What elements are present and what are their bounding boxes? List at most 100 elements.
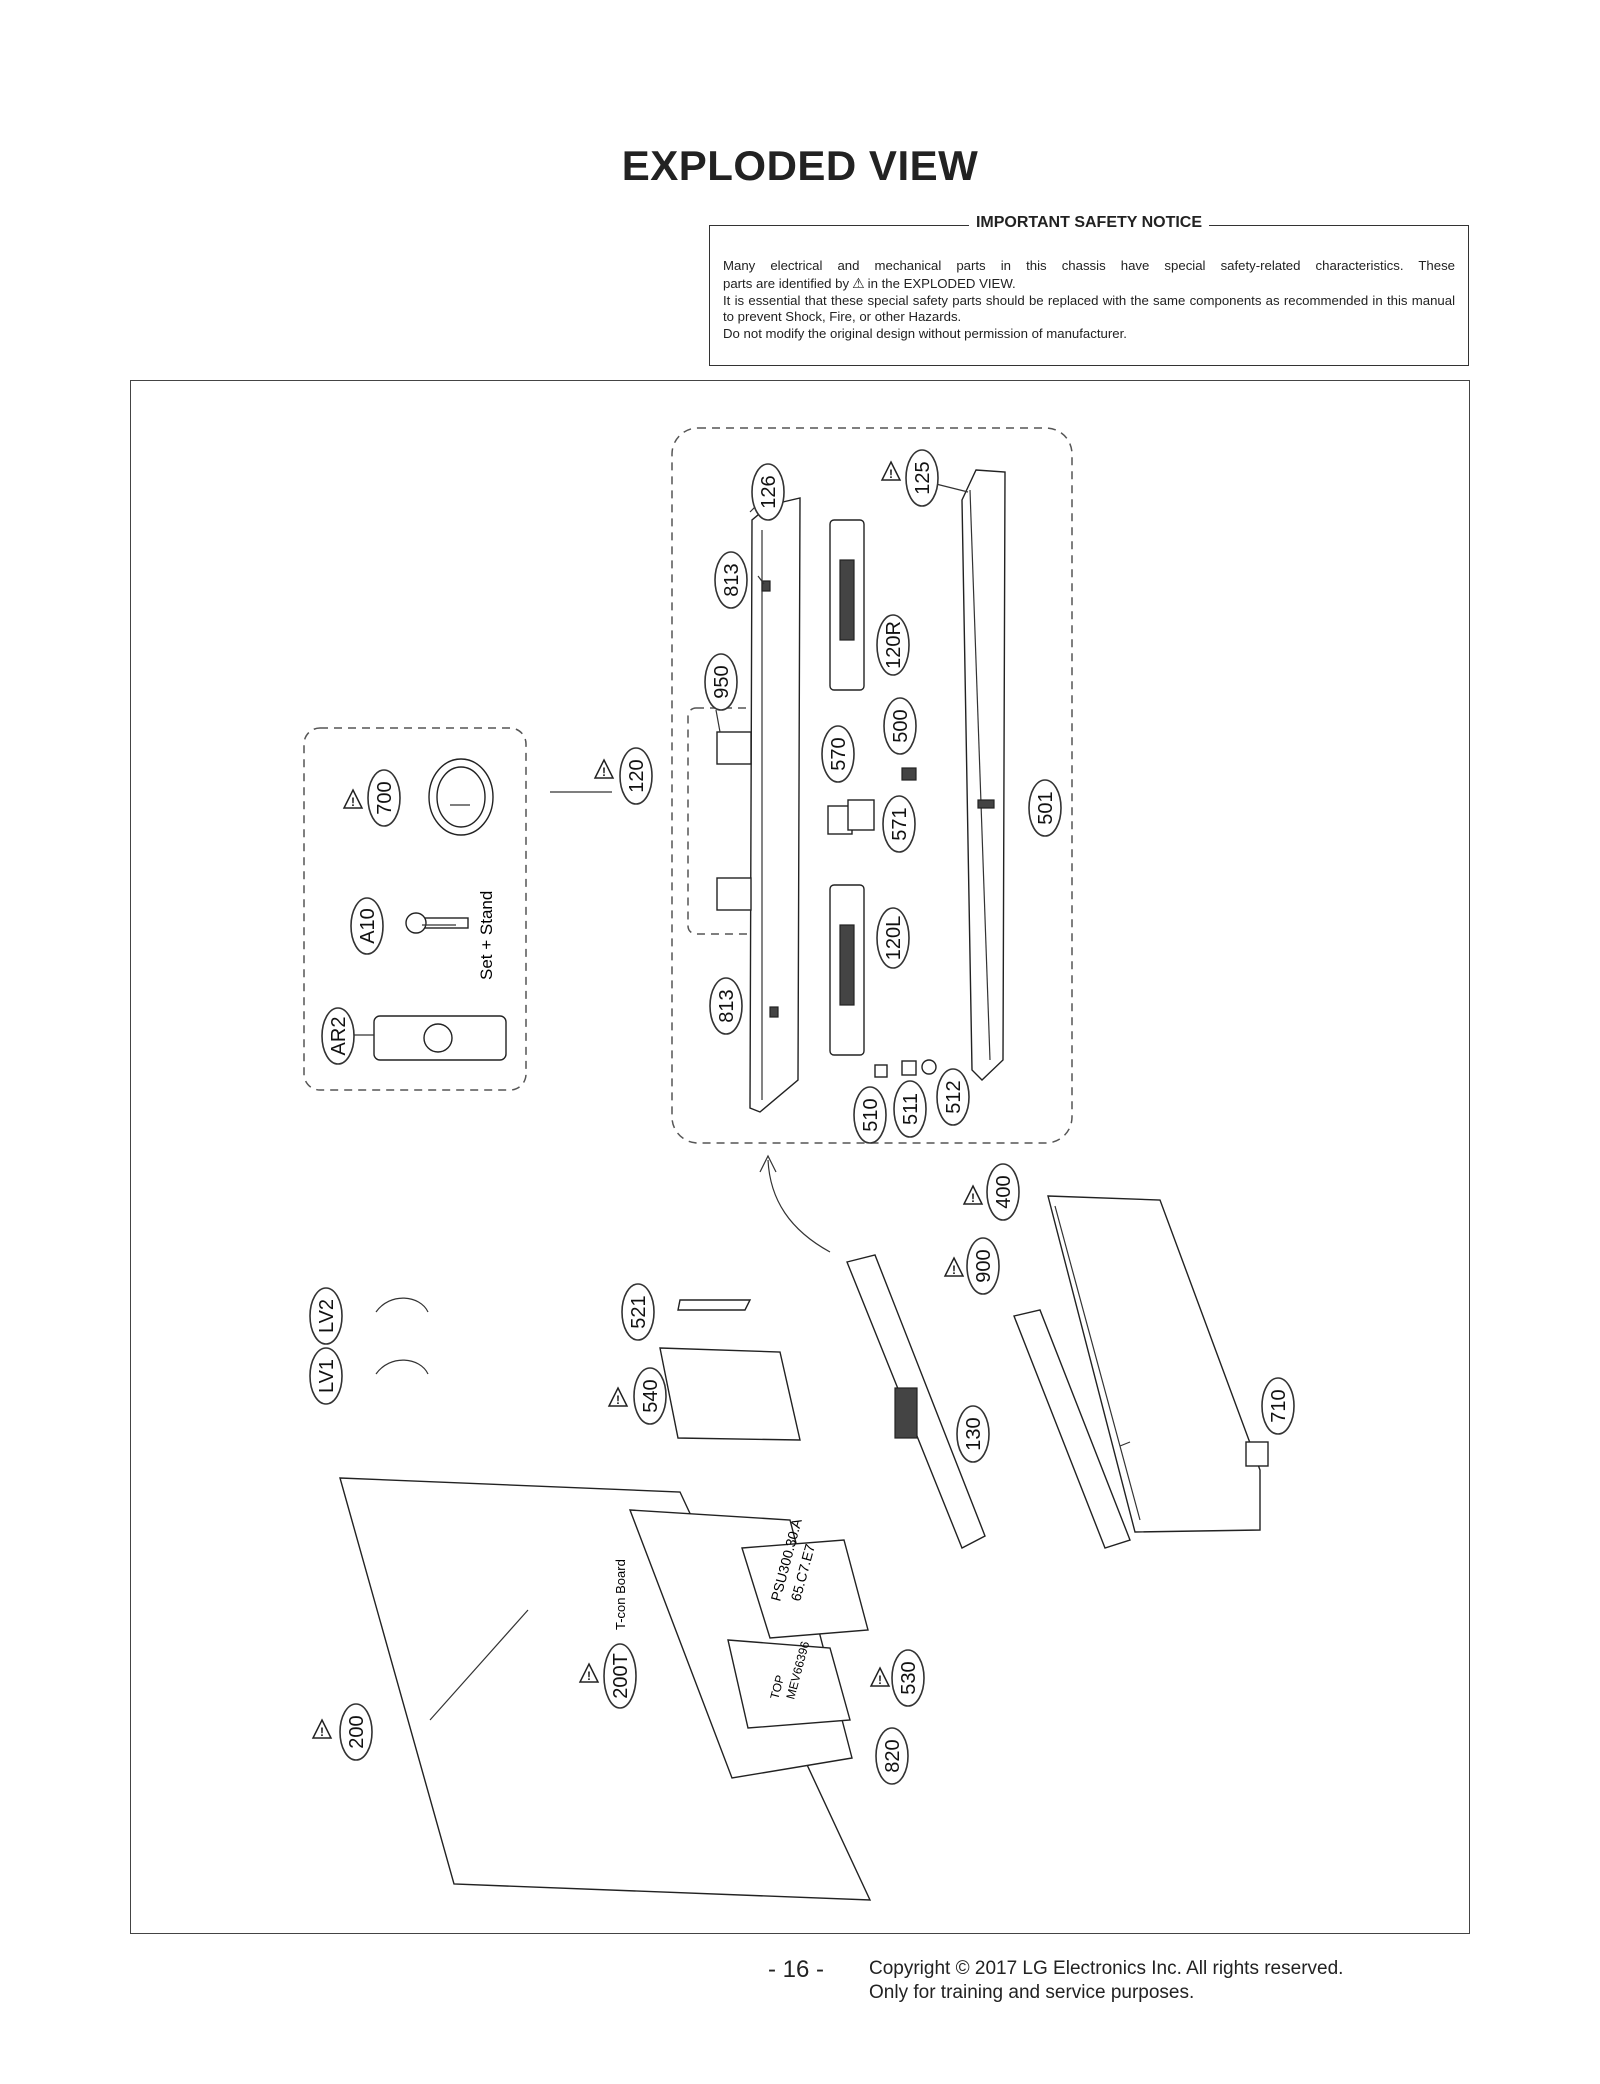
screw-813-bottom [769, 1006, 779, 1018]
notice-line-3: It is essential that these special safet… [723, 292, 1455, 325]
callout-813b: 813 [709, 977, 743, 1035]
callout-ar2: AR2 [321, 1007, 355, 1065]
callout-120l: 120L [876, 907, 910, 969]
callout-813a: 813 [714, 551, 748, 609]
callout-120r-label: 120R [883, 621, 905, 669]
callout-510: 510 [853, 1086, 887, 1144]
leader-813a [757, 575, 765, 585]
bracket-950-group [687, 707, 781, 935]
arrow-head-icon [759, 1154, 777, 1173]
callout-510-label: 510 [860, 1098, 882, 1131]
callout-126: 126 [751, 463, 785, 521]
callout-500-label: 500 [890, 709, 912, 742]
notice-line-2: parts are identified by⚠in the EXPLODED … [723, 275, 1455, 293]
page-title: EXPLODED VIEW [621, 142, 979, 189]
warn-700-icon: ! [342, 788, 364, 809]
svg-text:!: ! [320, 1725, 324, 1739]
notice-line-1: Many electrical and mechanical parts in … [723, 258, 1455, 273]
warn-120-icon: ! [593, 758, 615, 779]
warn-530-icon: ! [869, 1666, 891, 1687]
safety-notice-title-wrap: IMPORTANT SAFETY NOTICE [710, 214, 1468, 232]
callout-820: 820 [875, 1727, 909, 1785]
part-511 [901, 1060, 917, 1076]
page-number: - 16 - [768, 1956, 825, 1983]
callout-lv2: LV2 [309, 1287, 343, 1345]
callout-710: 710 [1261, 1377, 1295, 1435]
back-cover-400-part [1047, 1195, 1261, 1533]
shield-820-part [727, 1639, 851, 1729]
callout-a10-label: A10 [357, 908, 379, 944]
warning-triangle-icon: ⚠ [852, 274, 865, 291]
shield-label-1: TOP [767, 1674, 787, 1701]
callout-530: 530 [891, 1649, 925, 1707]
svg-text:!: ! [889, 467, 893, 481]
callout-512: 512 [936, 1068, 970, 1126]
callout-200: 200 [339, 1703, 373, 1761]
screw-a10-part [421, 917, 469, 929]
stand-label-block [894, 1387, 918, 1439]
bracket-upper-part [716, 731, 752, 765]
board-521-part [677, 1299, 752, 1311]
callout-900: 900 [966, 1237, 1000, 1295]
set-stand-label: Set + Stand [477, 891, 496, 980]
callout-571-label: 571 [889, 807, 911, 840]
callout-120r: 120R [876, 614, 910, 676]
bracket-900-part [1013, 1309, 1131, 1549]
callout-a10: A10 [350, 897, 384, 955]
svg-text:!: ! [616, 1393, 620, 1407]
notice-line-2a: parts are identified by [723, 275, 850, 291]
safety-notice-box: IMPORTANT SAFETY NOTICE Many electrical … [709, 214, 1469, 366]
callout-950-label: 950 [711, 665, 733, 698]
callout-511: 511 [893, 1080, 927, 1138]
callout-125-label: 125 [912, 461, 934, 494]
warn-125-icon: ! [880, 460, 902, 481]
warn-200t-icon: ! [578, 1662, 600, 1683]
power-cord-loop [436, 766, 486, 828]
callout-501-label: 501 [1035, 791, 1057, 824]
tcon-board-label: T-con Board [613, 1559, 628, 1630]
safety-notice-title: IMPORTANT SAFETY NOTICE [968, 214, 1210, 231]
remote-wheel [423, 1023, 453, 1053]
front-frame-part [749, 497, 801, 1113]
callout-950: 950 [704, 653, 738, 711]
callout-120: 120 [619, 747, 653, 805]
diagram-frame [130, 380, 1470, 1934]
warn-400-icon: ! [962, 1184, 984, 1205]
callout-ar2-label: AR2 [328, 1017, 350, 1056]
part-512 [921, 1059, 937, 1075]
callout-570-label: 570 [828, 737, 850, 770]
callout-lv1-label: LV1 [316, 1359, 338, 1393]
bracket-lower-part [716, 877, 752, 911]
svg-text:!: ! [602, 765, 606, 779]
copyright-text: Copyright © 2017 LG Electronics Inc. All… [869, 1958, 1344, 1979]
callout-521: 521 [621, 1283, 655, 1341]
svg-text:!: ! [587, 1669, 591, 1683]
callout-120l-label: 120L [883, 916, 905, 961]
callout-813a-label: 813 [721, 563, 743, 596]
callout-200t: 200T [603, 1643, 637, 1709]
part-510 [874, 1064, 888, 1078]
callout-540: 540 [633, 1367, 667, 1425]
notice-line-4: Do not modify the original design withou… [723, 326, 1127, 342]
speaker-right-cone [839, 559, 855, 641]
rear-frame-edge [969, 489, 991, 1061]
callout-511-label: 511 [900, 1093, 922, 1125]
callout-501: 501 [1028, 779, 1062, 837]
part-710 [1245, 1441, 1269, 1467]
front-assembly-group [671, 427, 1073, 1144]
callout-200t-label: 200T [610, 1653, 632, 1699]
callout-500: 500 [883, 697, 917, 755]
warn-540-icon: ! [607, 1386, 629, 1407]
warn-900-icon: ! [943, 1256, 965, 1277]
purpose-text: Only for training and service purposes. [869, 1982, 1195, 2003]
main-board-540-part [659, 1347, 801, 1441]
callout-820-label: 820 [882, 1739, 904, 1772]
warning-triangles: ! ! ! ! ! ! ! ! ! [311, 460, 984, 1739]
assembly-arrow [767, 1159, 831, 1253]
cable-lv1-part [375, 1359, 429, 1375]
board-571-part [847, 799, 875, 831]
callout-200-label: 200 [346, 1715, 368, 1748]
speaker-left-cone [839, 924, 855, 1006]
warn-200-icon: ! [311, 1718, 333, 1739]
callout-813b-label: 813 [716, 989, 738, 1022]
